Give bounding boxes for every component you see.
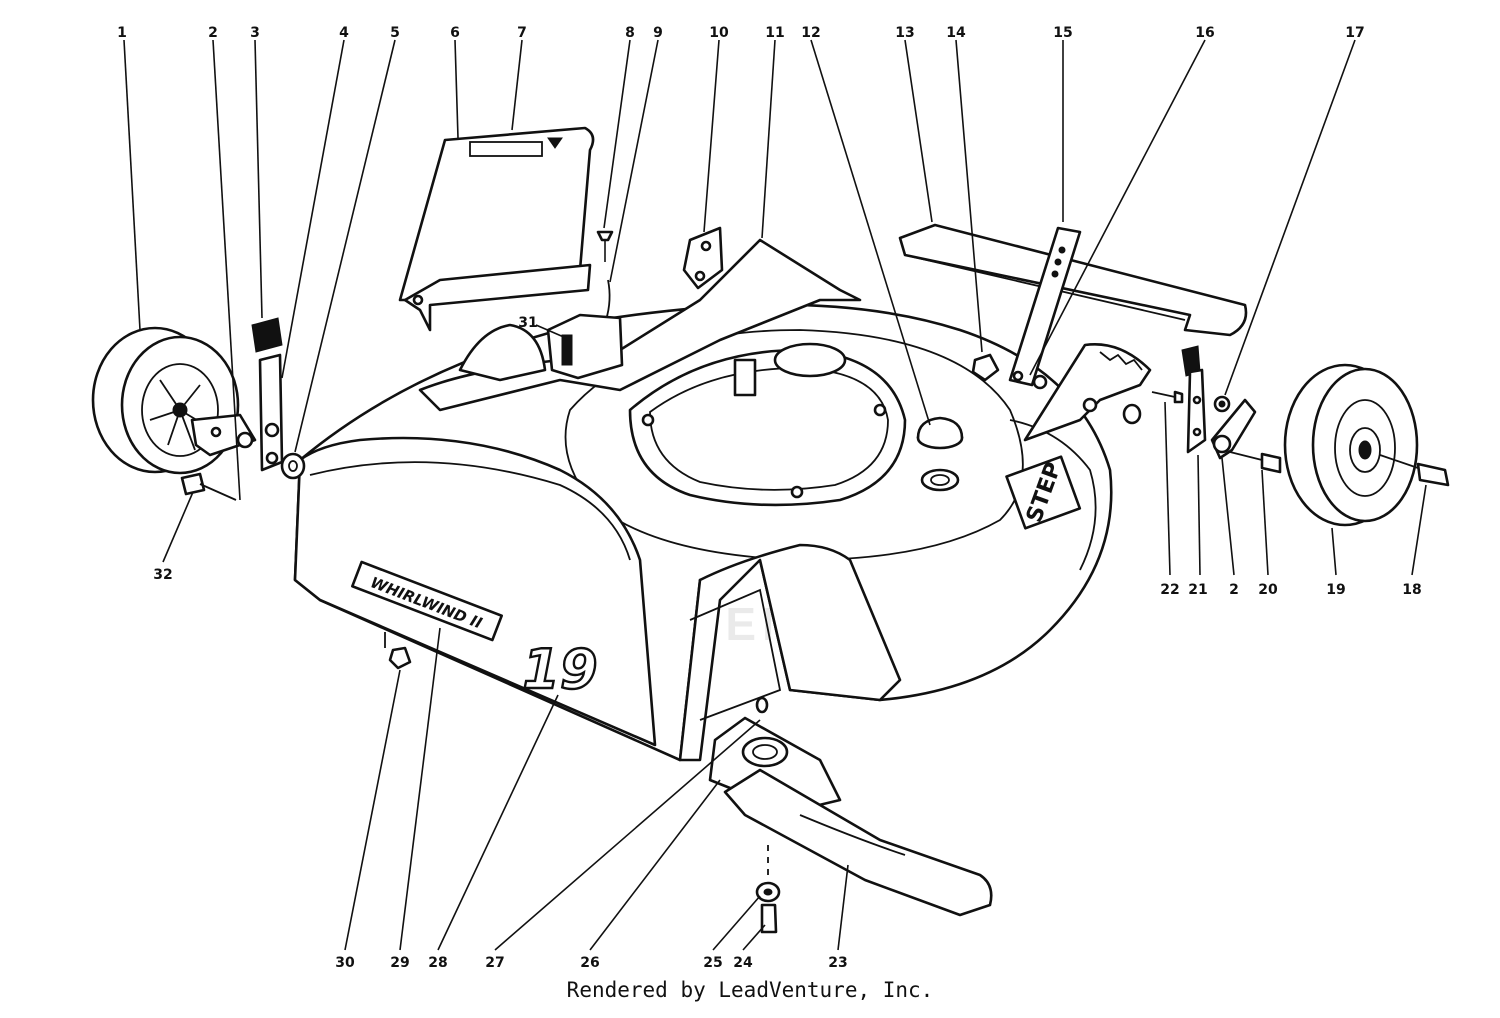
callout-21: 21 <box>1188 582 1207 598</box>
bolt-part-32 <box>180 472 237 501</box>
callout-13: 13 <box>895 25 914 41</box>
step-decal: STEP <box>1005 455 1082 530</box>
nut-part-30 <box>384 632 412 670</box>
callout-5: 5 <box>390 25 400 41</box>
callout-1: 1 <box>117 25 127 41</box>
callout-11: 11 <box>765 25 784 41</box>
callout-15: 15 <box>1053 25 1072 41</box>
wheel-part-19 <box>1283 363 1419 527</box>
nut-part-17 <box>1213 395 1231 413</box>
blade-assembly <box>708 696 993 934</box>
mower-deck: STEP WHIRLWIND II 19 <box>293 238 1113 762</box>
screw-part-22 <box>1122 390 1184 425</box>
callout-2: 2 <box>208 25 218 41</box>
bracket-part-10 <box>682 226 724 290</box>
callout-24: 24 <box>733 955 753 971</box>
washer-part-5 <box>280 452 306 480</box>
handle-bracket-part-21 <box>1181 345 1207 454</box>
render-credit: Rendered by LeadVenture, Inc. <box>566 978 934 1002</box>
latch-part-31 <box>546 313 624 380</box>
callout-26: 26 <box>580 955 599 971</box>
axle-bracket-right <box>1210 398 1257 460</box>
callout-16: 16 <box>1195 25 1214 41</box>
callout-18: 18 <box>1402 582 1421 598</box>
fuel-cap-part-12 <box>916 416 964 492</box>
callout-22: 22 <box>1160 582 1179 598</box>
callout-4: 4 <box>339 25 349 41</box>
callout-20: 20 <box>1258 582 1278 598</box>
screw-part-8 <box>596 230 614 262</box>
callout-29: 29 <box>390 955 409 971</box>
callout-14: 14 <box>946 25 966 41</box>
rear-flap-assembly <box>398 126 595 332</box>
bar-part-15 <box>1008 226 1082 387</box>
callout-2-right: 2 <box>1229 582 1239 598</box>
handle-bracket-grip-part-3 <box>251 317 283 353</box>
callout-28: 28 <box>428 955 447 971</box>
callout-leaders <box>123 39 1427 951</box>
nut-part-14 <box>971 353 1000 382</box>
callout-23: 23 <box>828 955 847 971</box>
height-adjuster-part-16 <box>1023 343 1152 442</box>
deck-size-decal: 19 <box>522 638 597 701</box>
callout-19: 19 <box>1326 582 1345 598</box>
callout-numbers: 1 2 3 4 5 6 7 8 9 10 11 12 13 14 15 16 1… <box>117 25 1422 971</box>
callout-9: 9 <box>653 25 663 41</box>
callout-8: 8 <box>625 25 635 41</box>
callout-10: 10 <box>709 25 729 41</box>
bracket-part-4 <box>258 353 284 472</box>
bolt-part-18 <box>1379 454 1450 487</box>
callout-25: 25 <box>703 955 722 971</box>
bolt-part-20 <box>1229 451 1282 474</box>
callout-12: 12 <box>801 25 820 41</box>
axle-bracket-part-2 <box>190 413 257 457</box>
callout-27: 27 <box>485 955 504 971</box>
callout-32: 32 <box>153 567 172 583</box>
callout-30: 30 <box>335 955 355 971</box>
callout-31: 31 <box>518 315 537 331</box>
callout-17: 17 <box>1345 25 1364 41</box>
callout-7: 7 <box>517 25 527 41</box>
callout-3: 3 <box>250 25 260 41</box>
callout-6: 6 <box>450 25 460 41</box>
